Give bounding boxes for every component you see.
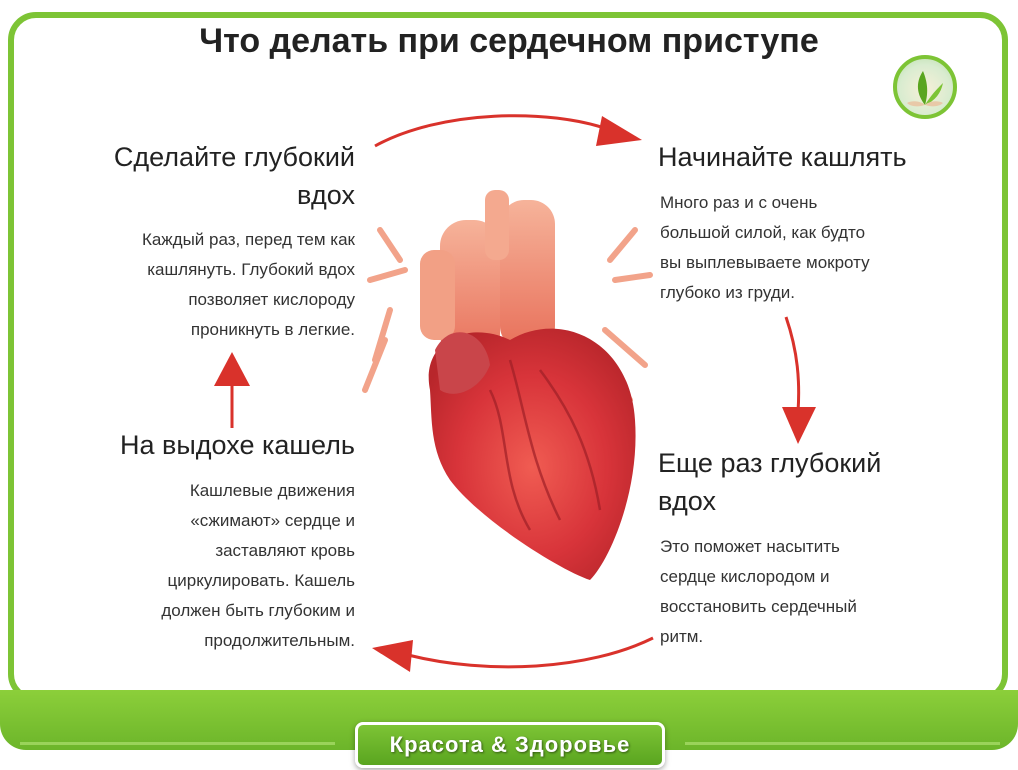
- text-line: Это поможет насытить: [660, 537, 840, 556]
- cycle-arrow-icon: [372, 636, 654, 672]
- footer-divider: [20, 742, 335, 745]
- text-line: заставляют кровь: [215, 541, 355, 560]
- step-3-text: Это поможет насытить сердце кислородом и…: [660, 532, 980, 652]
- step-4-heading: На выдохе кашель: [40, 426, 355, 464]
- step-2-text: Много раз и с очень большой силой, как б…: [660, 188, 980, 308]
- text-line: большой силой, как будто: [660, 223, 866, 242]
- text-line: «сжимают» сердце и: [190, 511, 355, 530]
- step-2-heading-line1: Начинайте кашлять: [658, 142, 907, 172]
- text-line: должен быть глубоким и: [161, 601, 355, 620]
- text-line: сердце кислородом и: [660, 567, 830, 586]
- leaf-hands-logo-icon: [893, 55, 957, 119]
- brand-label: Красота & Здоровье: [389, 732, 631, 757]
- text-line: Кашлевые движения: [189, 481, 355, 500]
- text-line: проникнуть в легкие.: [190, 320, 355, 339]
- text-line: кашлянуть. Глубокий вдох: [147, 260, 355, 279]
- text-line: восстановить сердечный: [660, 597, 857, 616]
- cycle-arrow-icon: [782, 316, 816, 444]
- step-1-heading: Сделайте глубокий вдох: [40, 138, 355, 214]
- step-2-heading: Начинайте кашлять: [658, 138, 978, 176]
- page-title: Что делать при сердечном приступе: [199, 22, 819, 60]
- cycle-arrow-icon: [374, 114, 642, 148]
- step-1-text: Каждый раз, перед тем как кашлянуть. Глу…: [40, 225, 355, 345]
- step-3-heading-line1: Еще раз глубокий: [658, 448, 882, 478]
- step-3-heading: Еще раз глубокий вдох: [658, 444, 978, 520]
- text-line: глубоко из груди.: [660, 283, 795, 302]
- text-line: Много раз и с очень: [660, 193, 818, 212]
- text-line: Каждый раз, перед тем как: [141, 230, 355, 249]
- step-1-heading-line2: вдох: [296, 180, 355, 210]
- cycle-arrow-icon: [214, 352, 250, 428]
- text-line: продолжительным.: [204, 631, 355, 650]
- text-line: ритм.: [660, 627, 704, 646]
- step-4-heading-line1: На выдохе кашель: [120, 430, 355, 460]
- step-4-text: Кашлевые движения «сжимают» сердце и зас…: [40, 476, 355, 656]
- step-3-heading-line2: вдох: [658, 486, 717, 516]
- text-line: вы выплевываете мокроту: [660, 253, 870, 272]
- step-1-heading-line1: Сделайте глубокий: [113, 142, 355, 172]
- footer-divider: [685, 742, 1000, 745]
- text-line: циркулировать. Кашель: [167, 571, 355, 590]
- heart-illustration-icon: [362, 190, 653, 580]
- brand-badge: Красота & Здоровье: [355, 722, 665, 768]
- text-line: позволяет кислороду: [188, 290, 355, 309]
